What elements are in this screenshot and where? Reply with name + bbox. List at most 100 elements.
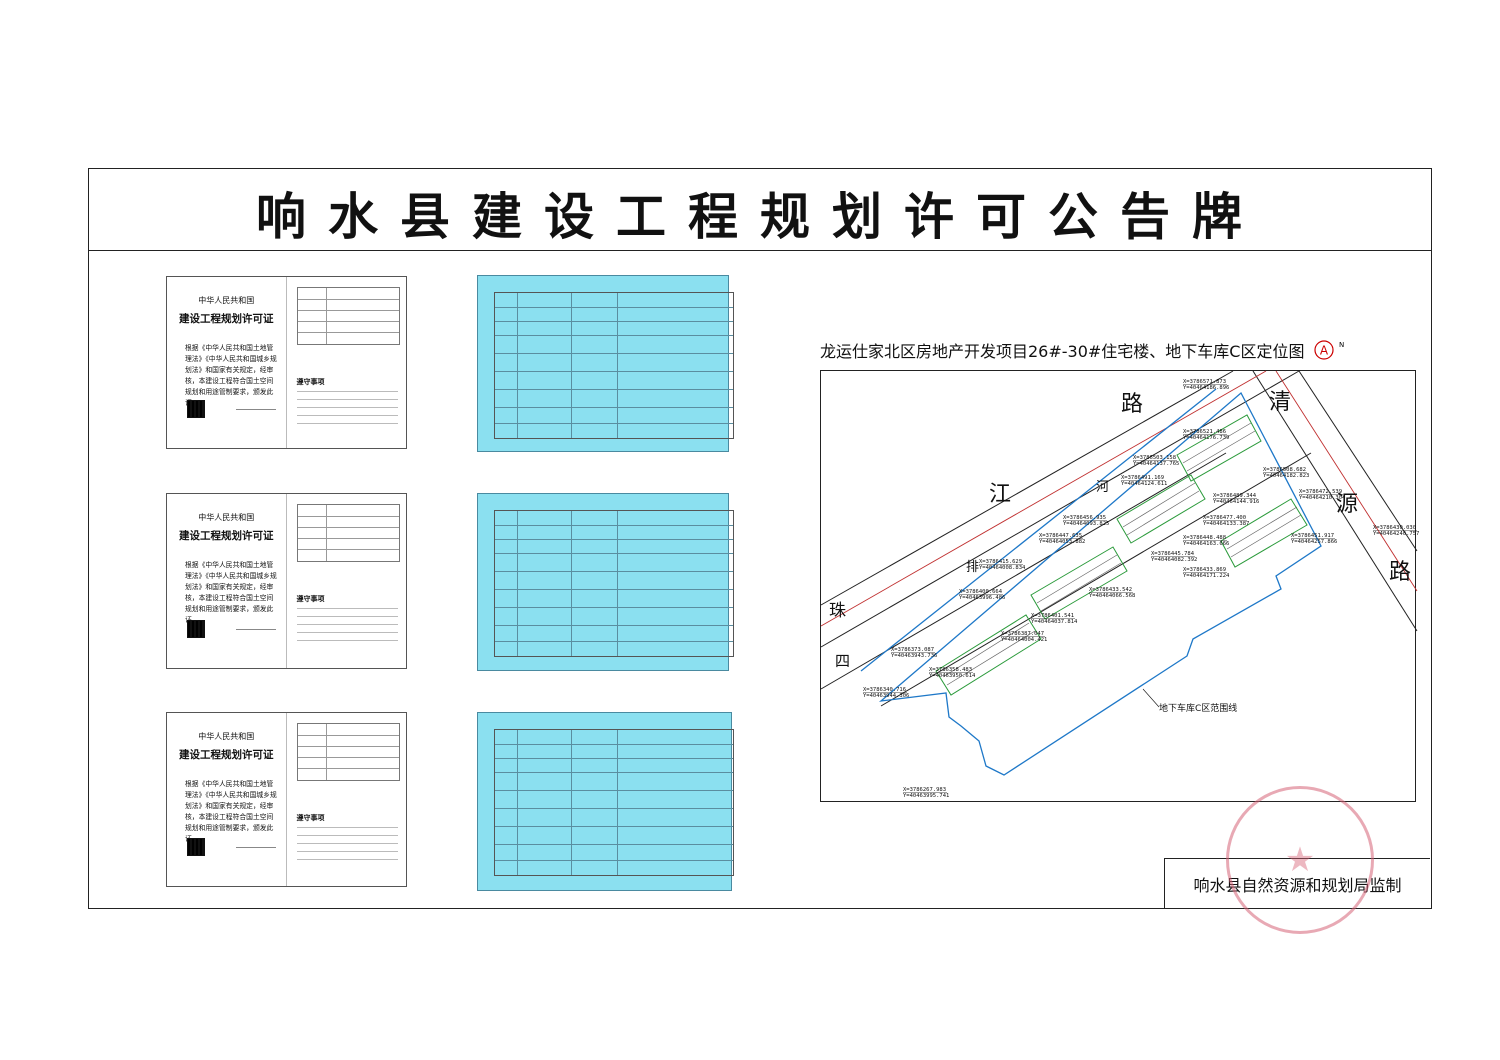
attachment-table <box>494 729 734 876</box>
coordinate-label: X=3786447.635 <box>1039 533 1082 539</box>
certificate-front: 中华人民共和国 建设工程规划许可证 根据《中华人民共和国土地管理法》《中华人民共… <box>167 494 287 668</box>
coordinate-label: X=3786358.483 <box>929 667 972 673</box>
coordinate-label: X=3786508.682 <box>1263 467 1306 473</box>
certificate-body: 根据《中华人民共和国土地管理法》《中华人民共和国城乡规划法》和国家有关规定，经审… <box>185 561 277 624</box>
details-table <box>296 723 400 781</box>
details-table <box>296 287 400 345</box>
coordinate-label: Y=40464082.392 <box>1151 557 1197 563</box>
road-label: 江 <box>989 482 1011 507</box>
coordinate-label: Y=40463944.306 <box>863 693 909 699</box>
signature-line <box>235 843 276 848</box>
certificate-details: 遵守事项 <box>287 277 407 448</box>
north-arrow-icon: A N <box>1313 340 1344 360</box>
certificate-title: 建设工程规划许可证 <box>179 530 274 542</box>
coordinate-label: X=3786267.983 <box>903 787 946 793</box>
map-drawing: 清 源 路 路 江 河 排 珠 四 地下车库C区范围线 X=3786571.87… <box>820 370 1419 799</box>
signature-line <box>235 625 276 630</box>
road-label: 源 <box>1336 492 1358 517</box>
coordinate-label: Y=40464240.757 <box>1373 531 1419 537</box>
coordinate-label: Y=40464163.666 <box>1183 541 1229 547</box>
coordinate-label: X=3786433.869 <box>1183 567 1226 573</box>
map-title: 龙运仕家北区房地产开发项目26#-30#住宅楼、地下车库C区定位图 A N <box>820 338 1348 362</box>
coordinate-label: X=3786433.542 <box>1089 587 1132 593</box>
road-centerline <box>820 370 1418 627</box>
north-letter: N <box>1339 341 1344 349</box>
coordinate-label: X=3786491.169 <box>1121 475 1164 481</box>
coordinate-label: Y=40464257.866 <box>1291 539 1337 545</box>
certificate-country: 中华人民共和国 <box>198 513 255 522</box>
road-label: 四 <box>835 652 850 670</box>
coordinate-label: Y=40464037.814 <box>1031 619 1078 625</box>
road-label: 排 <box>966 560 979 575</box>
coordinate-label: Y=40463995.741 <box>903 793 949 799</box>
permit-certificate-1: 中华人民共和国 建设工程规划许可证 根据《中华人民共和国土地管理法》《中华人民共… <box>166 276 407 449</box>
road-label: 路 <box>1121 392 1143 417</box>
certificate-front: 中华人民共和国 建设工程规划许可证 根据《中华人民共和国土地管理法》《中华人民共… <box>167 713 287 886</box>
coordinate-label: X=3786340.716 <box>863 687 906 693</box>
coordinate-label: X=3786571.873 <box>1183 379 1226 385</box>
coordinate-label: Y=40464176.739 <box>1183 435 1229 441</box>
certificate-details: 遵守事项 <box>287 494 407 668</box>
coordinate-label: X=3786448.488 <box>1183 535 1226 541</box>
permit-attachment-2 <box>477 493 734 671</box>
location-map: 清 源 路 路 江 河 排 珠 四 地下车库C区范围线 X=3786571.87… <box>820 370 1419 802</box>
page-title: 响水县建设工程规划许可公告牌 <box>256 188 1264 246</box>
coordinate-label: Y=40464133.387 <box>1203 521 1249 527</box>
road-label: 清 <box>1269 390 1291 415</box>
certificate-country: 中华人民共和国 <box>198 732 255 741</box>
coordinate-label: X=3786387.047 <box>1001 631 1044 637</box>
coordinate-label: Y=40464186.896 <box>1183 385 1229 391</box>
map-title-text: 龙运仕家北区房地产开发项目26#-30#住宅楼、地下车库C区定位图 <box>820 342 1305 361</box>
certificate-title: 建设工程规划许可证 <box>179 749 274 761</box>
coordinate-label: X=3786456.935 <box>1063 515 1106 521</box>
coordinate-label: X=3786430.030 <box>1373 525 1416 531</box>
north-symbol: A <box>1319 344 1328 358</box>
permit-attachment-1 <box>477 275 734 452</box>
attachment-table <box>494 292 734 439</box>
details-table <box>296 504 400 562</box>
permit-certificate-2: 中华人民共和国 建设工程规划许可证 根据《中华人民共和国土地管理法》《中华人民共… <box>166 493 407 669</box>
coordinate-label: Y=40464066.568 <box>1089 593 1135 599</box>
certificate-country: 中华人民共和国 <box>198 296 255 305</box>
permit-certificate-3: 中华人民共和国 建设工程规划许可证 根据《中华人民共和国土地管理法》《中华人民共… <box>166 712 407 887</box>
certificate-front: 中华人民共和国 建设工程规划许可证 根据《中华人民共和国土地管理法》《中华人民共… <box>167 277 287 448</box>
notice-board-frame: 响水县建设工程规划许可公告牌 <box>88 168 1432 909</box>
title-bar: 响水县建设工程规划许可公告牌 <box>89 169 1431 251</box>
notice-title: 遵守事项 <box>296 595 325 603</box>
coordinate-labels: X=3786571.873Y=40464186.896X=3786521.486… <box>863 379 1419 799</box>
coordinate-label: X=3786477.400 <box>1203 515 1246 521</box>
coordinate-label: X=3786503.158 <box>1133 455 1176 461</box>
qr-code-icon <box>187 620 205 638</box>
coordinate-label: X=3786472.539 <box>1299 489 1342 495</box>
coordinate-label: X=3786373.087 <box>891 647 934 653</box>
certificate-title: 建设工程规划许可证 <box>179 313 274 325</box>
coordinate-label: Y=40463996.486 <box>959 595 1005 601</box>
star-icon: ★ <box>1284 840 1316 880</box>
signature-line <box>235 405 276 410</box>
building-inner-lines <box>942 422 1302 686</box>
coordinate-label: Y=40464171.224 <box>1183 573 1230 579</box>
permit-attachment-3 <box>477 712 734 891</box>
coordinate-label: Y=40464137.765 <box>1133 461 1179 467</box>
coordinate-label: Y=40463943.736 <box>891 653 937 659</box>
notice-title: 遵守事项 <box>296 378 325 386</box>
coordinate-label: Y=40464124.611 <box>1121 481 1167 487</box>
notice-title: 遵守事项 <box>296 814 325 822</box>
boundary-label: 地下车库C区范围线 <box>1159 702 1237 714</box>
qr-code-icon <box>187 838 205 856</box>
coordinate-label: Y=40464053.882 <box>1039 539 1085 545</box>
attachment-table <box>494 510 734 657</box>
coordinate-label: X=3786401.541 <box>1031 613 1074 619</box>
official-seal: ★ <box>1226 786 1374 934</box>
certificate-details: 遵守事项 <box>287 713 407 886</box>
coordinate-label: Y=40464210.304 <box>1299 495 1346 501</box>
coordinate-label: X=3786415.629 <box>979 559 1022 565</box>
blue-boundary <box>860 388 1322 776</box>
coordinate-label: Y=40464008.834 <box>979 565 1026 571</box>
coordinate-label: X=3786400.664 <box>959 589 1003 595</box>
road-label: 路 <box>1389 560 1411 585</box>
coordinate-label: Y=40464093.825 <box>1063 521 1109 527</box>
road-label: 河 <box>1096 480 1109 495</box>
coordinate-label: Y=40464182.823 <box>1263 473 1309 479</box>
coordinate-label: X=3786445.784 <box>1151 551 1195 557</box>
